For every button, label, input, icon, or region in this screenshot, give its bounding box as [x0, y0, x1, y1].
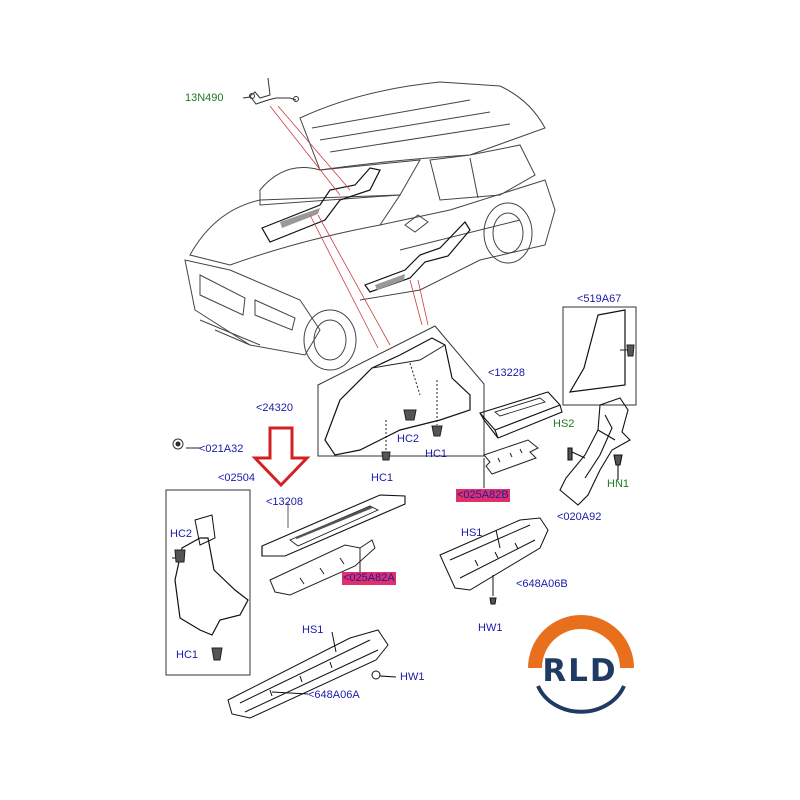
part-648A06B	[439, 517, 549, 605]
part-13228	[479, 391, 563, 439]
rld-logo-text: RLD	[542, 653, 618, 689]
part-13208	[261, 494, 406, 557]
label-HC2-b: HC2	[170, 528, 193, 540]
label-24320: <24320	[256, 402, 294, 414]
label-HS1-a: HS1	[461, 527, 483, 539]
label-HC2-a: HC2	[397, 433, 420, 445]
label-025A82B: <025A82B	[456, 489, 510, 502]
label-02504: <02504	[218, 472, 256, 484]
highlight-arrow	[251, 426, 311, 488]
label-13N490: 13N490	[185, 92, 224, 104]
label-HW1-a: HW1	[478, 622, 503, 634]
label-HC1-a: HC1	[425, 448, 448, 460]
part-02504	[165, 489, 251, 676]
part-13N490	[242, 77, 299, 105]
label-020A92: <020A92	[557, 511, 602, 523]
part-025A82B	[483, 439, 539, 488]
label-519A67: <519A67	[577, 293, 622, 305]
vehicle-outline	[184, 81, 556, 371]
part-025A82A	[269, 539, 376, 596]
label-13228: <13228	[488, 367, 526, 379]
label-HC1-c: HC1	[176, 649, 199, 661]
label-648A06B: <648A06B	[516, 578, 568, 590]
part-020A92	[559, 397, 631, 506]
rld-logo: RLD	[528, 620, 632, 720]
leader-lines	[269, 105, 429, 349]
label-HW1-b: HW1	[400, 671, 425, 683]
part-021A32	[172, 438, 200, 450]
label-13208: <13208	[266, 496, 304, 508]
label-HS2: HS2	[553, 418, 575, 430]
label-021A32: <021A32	[199, 443, 244, 455]
label-HN1: HN1	[607, 478, 630, 490]
rld-logo-ring	[528, 615, 634, 714]
label-HS1-b: HS1	[302, 624, 324, 636]
label-648A06A: <648A06A	[308, 689, 360, 701]
part-648A06A	[227, 629, 397, 719]
label-HC1-b: HC1	[371, 472, 394, 484]
label-025A82A: <025A82A	[342, 572, 396, 585]
part-519A67	[562, 306, 637, 406]
